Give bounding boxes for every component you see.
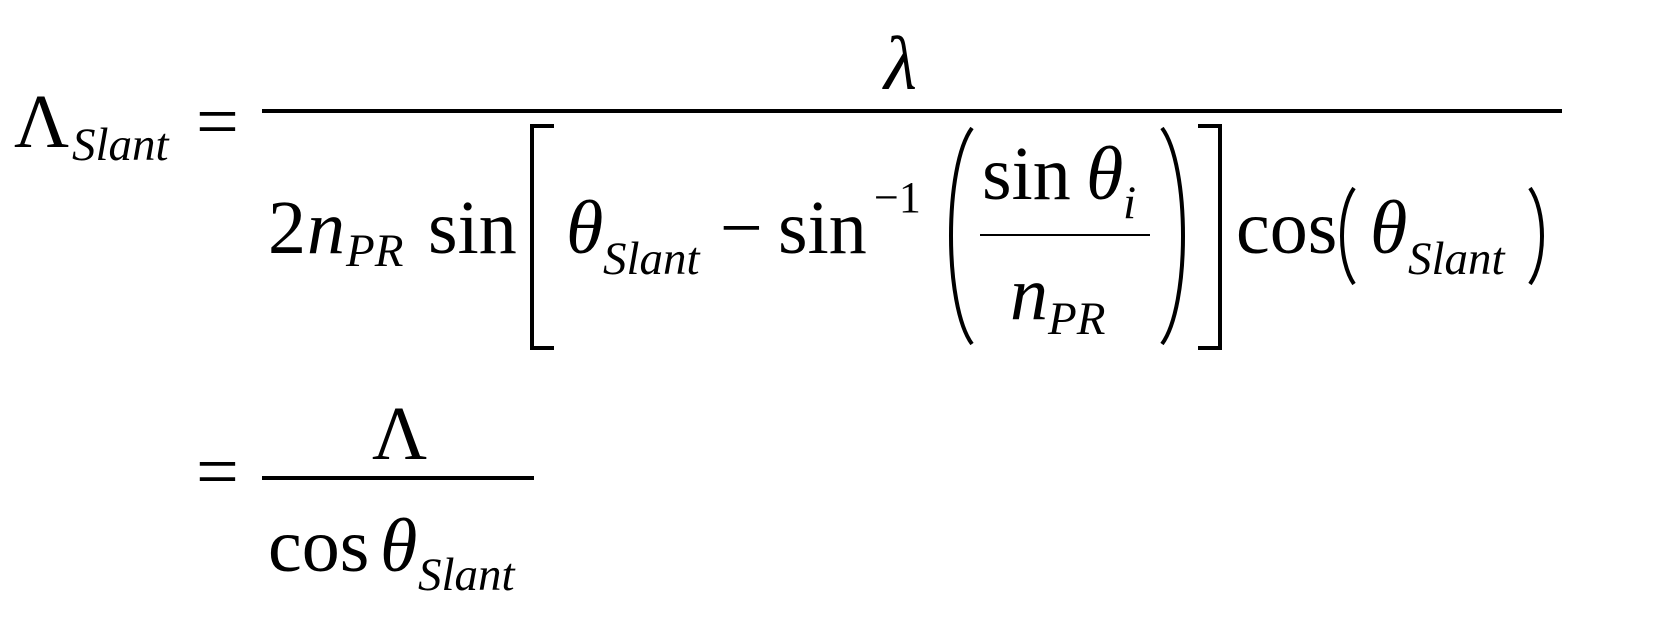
inner-fraction-bar bbox=[980, 234, 1150, 236]
inner-sin: sin bbox=[982, 132, 1071, 216]
equals-sign-2: = bbox=[196, 430, 239, 514]
lhs-subscript: Slant bbox=[72, 119, 169, 171]
fraction-bar-1 bbox=[262, 109, 1562, 113]
theta-slant: θ bbox=[566, 186, 604, 270]
cos-left-paren bbox=[1340, 186, 1356, 286]
arcsin-sin: sin bbox=[778, 186, 867, 270]
denominator-sin: sin bbox=[428, 186, 517, 270]
equals-sign-1: = bbox=[196, 80, 239, 164]
inner-theta: θ bbox=[1086, 132, 1124, 216]
second-cos: cos bbox=[268, 504, 370, 588]
second-theta-subscript: Slant bbox=[418, 549, 515, 601]
right-bracket bbox=[1198, 124, 1222, 350]
inner-denominator-subscript: PR bbox=[1048, 293, 1106, 345]
theta-slant-subscript: Slant bbox=[603, 233, 700, 285]
inner-denominator-n: n bbox=[1010, 252, 1048, 336]
denominator-coefficient: 2 bbox=[268, 186, 306, 270]
left-bracket bbox=[530, 124, 554, 350]
numerator-wavelength: λ bbox=[884, 22, 917, 106]
cos-theta-subscript: Slant bbox=[1408, 233, 1505, 285]
denominator-n-subscript: PR bbox=[346, 225, 404, 277]
minus-sign: − bbox=[720, 186, 763, 270]
left-paren bbox=[949, 126, 974, 346]
second-theta: θ bbox=[380, 504, 418, 588]
cos-right-paren bbox=[1528, 186, 1544, 286]
denominator-n: n bbox=[307, 186, 345, 270]
fraction-bar-2 bbox=[262, 476, 534, 480]
cos-function: cos bbox=[1236, 186, 1338, 270]
lhs-lambda-capital: Λ bbox=[14, 80, 70, 164]
inner-theta-subscript: i bbox=[1123, 177, 1137, 229]
right-paren bbox=[1160, 126, 1185, 346]
cos-theta: θ bbox=[1370, 186, 1408, 270]
arcsin-exponent: −1 bbox=[874, 173, 921, 222]
second-numerator-lambda: Λ bbox=[372, 392, 428, 476]
